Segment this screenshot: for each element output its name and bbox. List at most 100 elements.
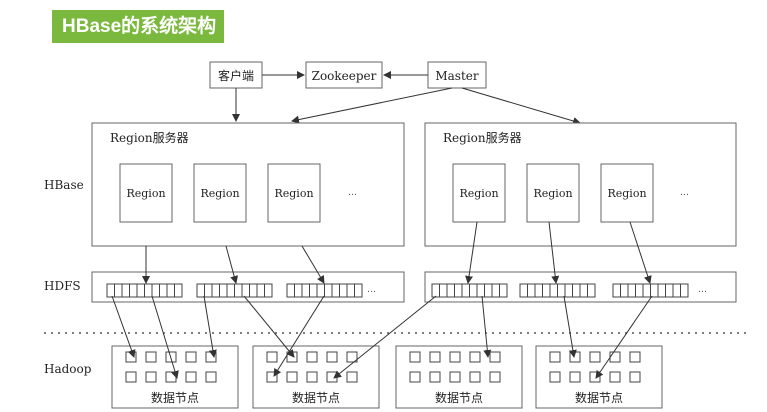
arrow-hdfs-datanode <box>111 295 136 358</box>
data-block-cell <box>266 351 278 363</box>
region-box <box>600 163 654 223</box>
client-box <box>209 61 263 89</box>
data-block-cell <box>629 351 641 363</box>
region-more-2: … <box>680 188 689 198</box>
data-block-cell <box>205 351 217 363</box>
arrow-hdfs-datanode <box>563 295 577 358</box>
hdfs-block-cell <box>249 283 258 298</box>
arrow-region-hdfs <box>465 221 478 284</box>
zookeeper-box <box>305 61 383 89</box>
hdfs-block-cell <box>211 283 220 298</box>
data-block-cell <box>489 351 501 363</box>
hdfs-block-cell <box>680 283 689 298</box>
data-node-label: 数据节点 <box>292 390 340 405</box>
region-server-2-label: Region服务器 <box>443 130 522 145</box>
hdfs-block-cell <box>572 283 581 298</box>
hdfs-block-cell <box>226 283 235 298</box>
hdfs-blocks <box>106 283 689 298</box>
hdfs-block-cell <box>620 283 629 298</box>
hdfs-block-cell <box>534 283 543 298</box>
arrow-hdfs-datanode <box>273 295 325 377</box>
hdfs-block-cell <box>129 283 138 298</box>
data-block-cell <box>609 371 621 383</box>
hdfs-block-cell <box>339 283 348 298</box>
hdfs-more-1: … <box>367 285 376 295</box>
data-block-cell <box>346 371 358 383</box>
zookeeper-label: Zookeeper <box>312 69 377 83</box>
hdfs-block-cell <box>476 283 485 298</box>
data-block-cell <box>629 371 641 383</box>
hdfs-block-cell <box>635 283 644 298</box>
master-label: Master <box>435 69 479 83</box>
page-title: HBase的系统架构 <box>52 10 224 43</box>
hdfs-block-cell <box>484 283 493 298</box>
layer-hadoop-label: Hadoop <box>44 362 92 376</box>
hdfs-block-cell <box>469 283 478 298</box>
data-block-cell <box>429 371 441 383</box>
hdfs-block-cell <box>219 283 228 298</box>
hdfs-block-cell <box>331 283 340 298</box>
arrow-hdfs-datanode <box>595 295 653 379</box>
region-box <box>267 163 321 223</box>
data-block-cell <box>165 371 177 383</box>
region-label: Region <box>607 187 646 200</box>
hdfs-block-cell <box>286 283 295 298</box>
region-server-1-label: Region服务器 <box>110 130 189 145</box>
hdfs-block-cell <box>264 283 273 298</box>
hdfs-block-cell <box>166 283 175 298</box>
data-block-cell <box>185 351 197 363</box>
arrow-region-hdfs <box>225 245 239 284</box>
hdfs-block-cell <box>121 283 130 298</box>
data-block-cell <box>549 351 561 363</box>
hdfs-block-cell <box>256 283 265 298</box>
data-block-cell <box>346 351 358 363</box>
arrow-master-region-1 <box>291 87 453 124</box>
hdfs-block-cell <box>491 283 500 298</box>
data-block-cell <box>145 351 157 363</box>
region-label: Region <box>126 187 165 200</box>
data-block-cell <box>125 351 137 363</box>
arrow-hdfs-datanode <box>243 295 295 358</box>
data-block-cell <box>549 371 561 383</box>
hdfs-block-cell <box>151 283 160 298</box>
hdfs-block-cell <box>294 283 303 298</box>
arrow-region-hdfs <box>301 245 325 284</box>
data-block-cell <box>306 371 318 383</box>
arrow-hdfs-datanode <box>203 295 217 358</box>
client-label: 客户端 <box>218 68 254 83</box>
hdfs-block-cell <box>234 283 243 298</box>
data-block-cell <box>145 371 157 383</box>
hdfs-block-cell <box>159 283 168 298</box>
data-block-cell <box>326 351 338 363</box>
data-block-cell <box>449 351 461 363</box>
region-label: Region <box>459 187 498 200</box>
region-box <box>119 163 173 223</box>
hdfs-block-cell <box>454 283 463 298</box>
hdfs-block-cell <box>346 283 355 298</box>
hdfs-block-cell <box>324 283 333 298</box>
hdfs-block-cell <box>106 283 115 298</box>
region-box <box>193 163 247 223</box>
data-node-label: 数据节点 <box>151 390 199 405</box>
arrow-region-hdfs <box>548 221 560 284</box>
hdfs-block-cell <box>542 283 551 298</box>
region-box <box>526 163 580 223</box>
hdfs-block-cell <box>564 283 573 298</box>
hdfs-block-cell <box>301 283 310 298</box>
hdfs-block-cell <box>549 283 558 298</box>
data-block-cell <box>409 371 421 383</box>
hdfs-block-cell <box>579 283 588 298</box>
hdfs-block-cell <box>309 283 318 298</box>
hdfs-block-cell <box>439 283 448 298</box>
region-label: Region <box>200 187 239 200</box>
data-block-cell <box>589 351 601 363</box>
hdfs-block-cell <box>665 283 674 298</box>
hdfs-block-cell <box>499 283 508 298</box>
region-label: Region <box>533 187 572 200</box>
hdfs-block-cell <box>354 283 363 298</box>
hdfs-block-cell <box>519 283 528 298</box>
region-label: Region <box>274 187 313 200</box>
hdfs-block-cell <box>650 283 659 298</box>
arrow-region-hdfs <box>629 221 652 284</box>
